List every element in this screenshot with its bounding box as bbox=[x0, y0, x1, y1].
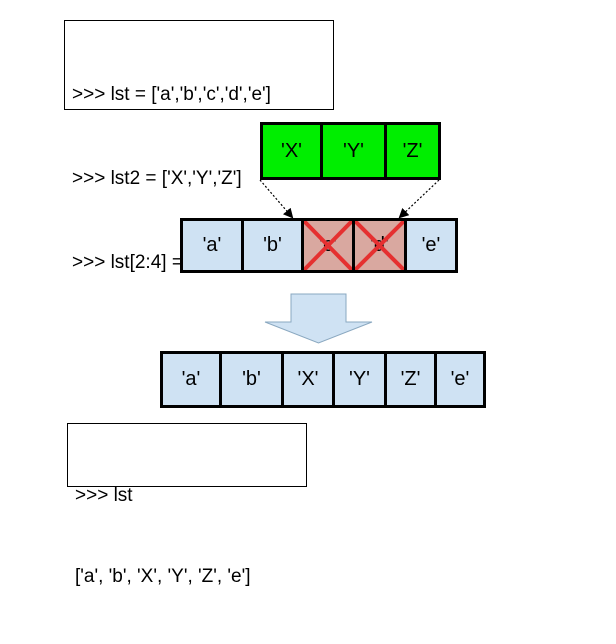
result-list-cell: 'X' bbox=[281, 354, 332, 405]
result-list-cell: 'Z' bbox=[384, 354, 434, 405]
cell-label: 'X' bbox=[281, 139, 302, 162]
result-list-cell: 'b' bbox=[219, 354, 281, 405]
original-list-cell: 'b' bbox=[241, 221, 301, 270]
new-list-cell: 'Y' bbox=[320, 125, 384, 177]
cell-label: 'b' bbox=[242, 368, 261, 390]
cell-label: 'X' bbox=[297, 368, 319, 390]
code-line: >>> lst = ['a','b','c','d','e'] bbox=[72, 84, 271, 105]
cell-label: 'd' bbox=[370, 234, 389, 256]
cell-label: 'Z' bbox=[402, 139, 423, 162]
cell-label: 'Y' bbox=[343, 139, 364, 162]
result-list-cell: 'e' bbox=[434, 354, 483, 405]
code-line: >>> lst bbox=[75, 485, 133, 506]
code-line: >>> lst2 = ['X','Y','Z'] bbox=[72, 168, 242, 189]
new-list-row: 'X' 'Y' 'Z' bbox=[260, 122, 441, 180]
cell-label: 'e' bbox=[421, 234, 441, 256]
original-list-cell: 'e' bbox=[404, 221, 455, 270]
original-list-cell: 'a' bbox=[183, 221, 241, 270]
cell-label: 'Z' bbox=[400, 368, 421, 390]
cell-label: 'b' bbox=[263, 234, 282, 256]
result-list-cell: 'a' bbox=[163, 354, 219, 405]
result-list-cell: 'Y' bbox=[332, 354, 384, 405]
code-box-output: >>> lst ['a', 'b', 'X', 'Y', 'Z', 'e'] bbox=[67, 423, 307, 587]
original-list-row: 'a' 'b' 'c' 'd' 'e' bbox=[180, 218, 458, 273]
right-connector-line bbox=[398, 179, 440, 219]
code-line: ['a', 'b', 'X', 'Y', 'Z', 'e'] bbox=[75, 566, 251, 587]
code-box-input: >>> lst = ['a','b','c','d','e'] >>> lst2… bbox=[64, 20, 334, 273]
new-list-cell: 'Z' bbox=[384, 125, 438, 177]
cell-label: 'e' bbox=[450, 368, 470, 390]
original-list-cell: 'd' bbox=[352, 221, 404, 270]
slice-assignment-diagram: >>> lst = ['a','b','c','d','e'] >>> lst2… bbox=[64, 20, 486, 587]
result-list-row: 'a' 'b' 'X' 'Y' 'Z' 'e' bbox=[160, 351, 486, 408]
cell-label: 'c' bbox=[319, 234, 337, 256]
cell-label: 'a' bbox=[181, 368, 201, 390]
new-list-cell: 'X' bbox=[263, 125, 320, 177]
cell-label: 'a' bbox=[202, 234, 222, 256]
original-list-cell: 'c' bbox=[301, 221, 352, 270]
cell-label: 'Y' bbox=[349, 368, 370, 390]
